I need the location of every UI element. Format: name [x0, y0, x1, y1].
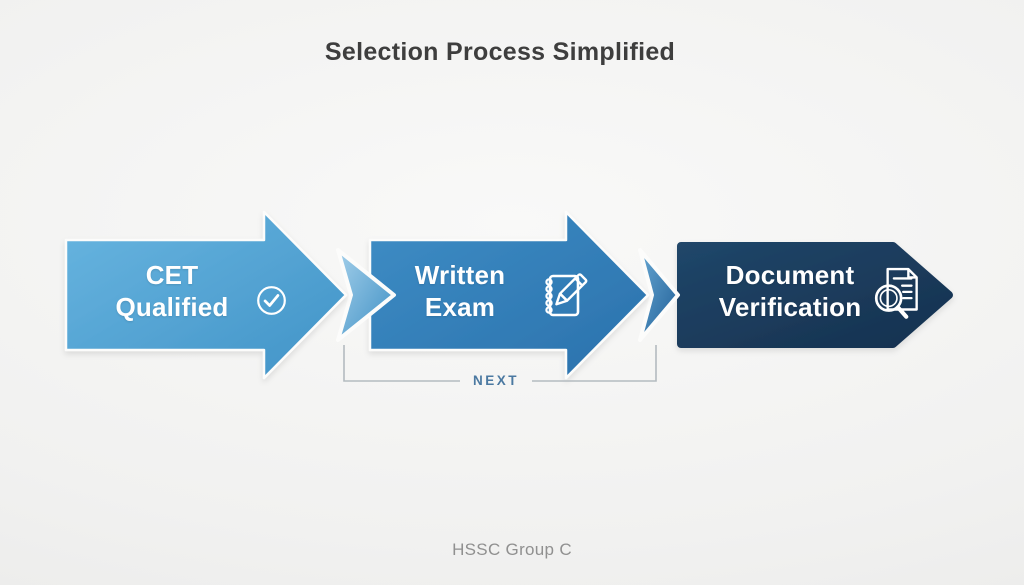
step1-label: CET Qualified [66, 259, 278, 323]
step3-arrow-shape [677, 242, 953, 348]
step1-label-line1: CET [145, 260, 199, 290]
step2-label: Written Exam [370, 259, 550, 323]
step2-label-line1: Written [414, 260, 506, 290]
document-search-icon [874, 267, 918, 319]
step3-label: Document Verification [677, 259, 903, 323]
page-title: Selection Process Simplified [324, 38, 676, 66]
step1-label-line2: Qualified [115, 292, 229, 322]
next-step-label: NEXT [472, 373, 519, 388]
next-bracket-line [343, 345, 657, 382]
notebook-pencil-icon [545, 273, 588, 317]
step2-arrow-shape [368, 210, 650, 380]
check-circle-icon [257, 286, 286, 315]
step1-arrow-shape [64, 210, 348, 380]
connector-chevron-2 [638, 248, 680, 342]
step3-label-line1: Document [725, 260, 855, 290]
step3-label-line2: Verification [718, 292, 862, 322]
footer-caption: HSSC Group C [452, 540, 572, 559]
step2-label-line2: Exam [424, 292, 496, 322]
connector-chevron-1 [336, 248, 396, 342]
